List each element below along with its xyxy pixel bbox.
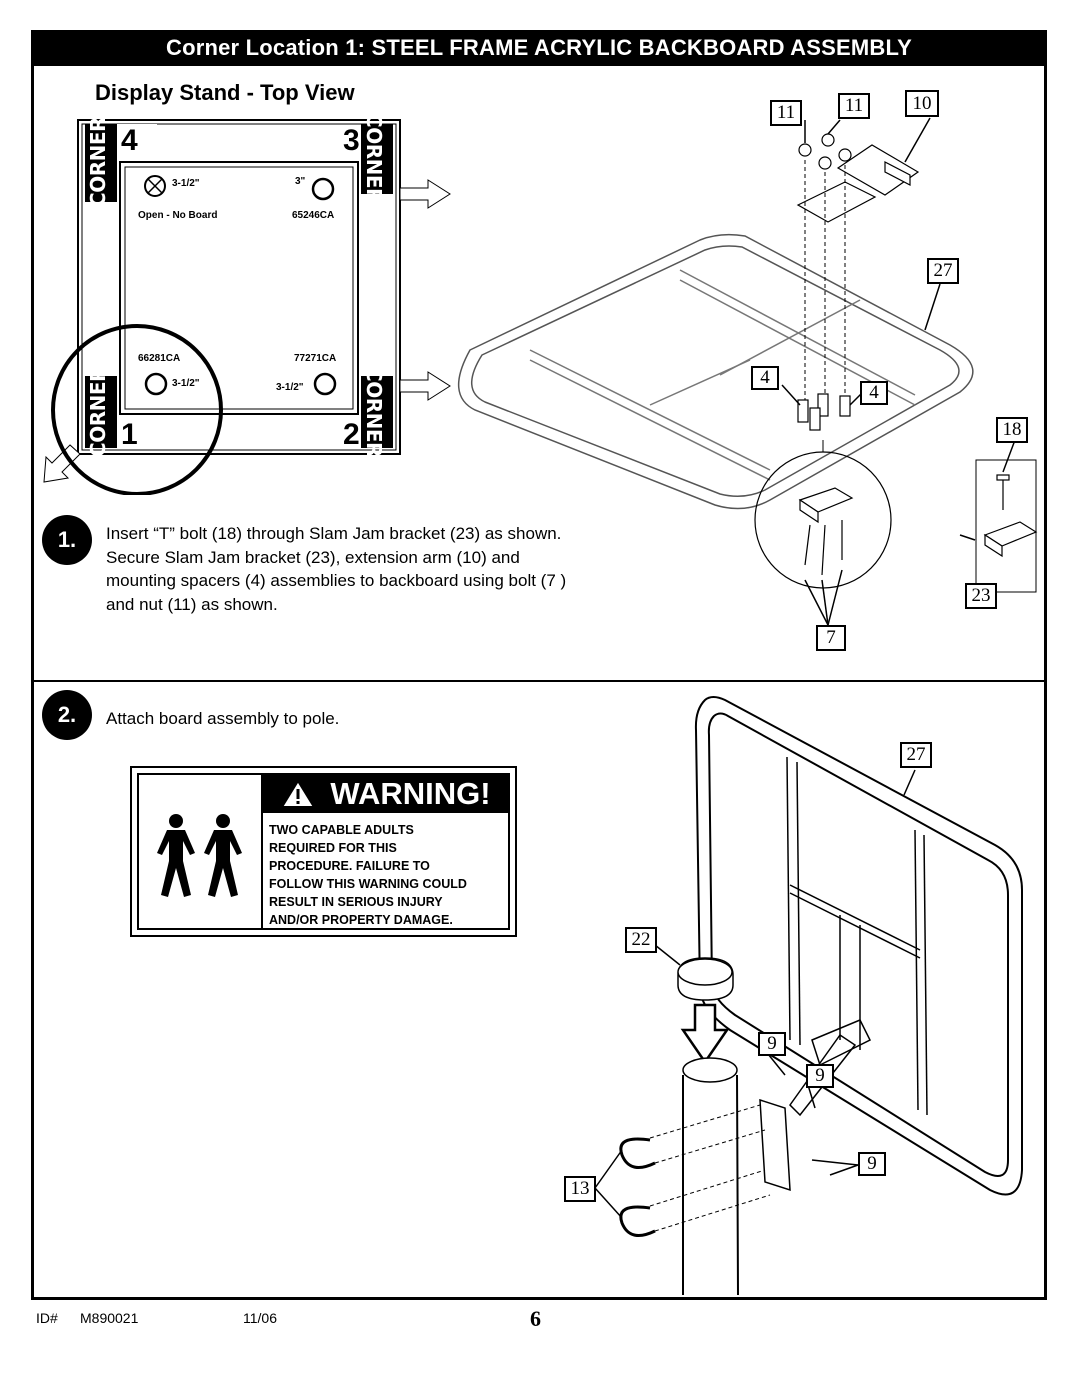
callout-nut-11a: 11 [770, 100, 802, 126]
footer-id-label: ID# [36, 1310, 58, 1326]
hole-size-top-left: 3-1/2" [172, 178, 200, 189]
callout-tbolt-18: 18 [996, 417, 1028, 443]
code-bottom-left: 66281CA [138, 353, 181, 364]
step-1-line: and nut (11) as shown. [106, 594, 278, 614]
step-2-badge: 2. [42, 690, 92, 740]
code-bottom-right: 77271CA [294, 353, 337, 364]
corner-3-label: CORNER [361, 113, 386, 203]
warning-line: RESULT IN SERIOUS INJURY [269, 895, 443, 909]
section-divider [34, 680, 1044, 682]
callout-bracket-23: 23 [965, 583, 997, 609]
callout-arm-10: 10 [905, 90, 939, 117]
open-no-board-label: Open - No Board [138, 210, 218, 221]
warning-heading: WARNING! [330, 776, 491, 811]
callout-nut-11b: 11 [838, 93, 870, 119]
corner-4-number: 4 [121, 124, 138, 157]
step-1-line: Secure Slam Jam bracket (23), extension … [106, 547, 520, 567]
display-stand-title: Display Stand - Top View [95, 80, 355, 105]
warning-separator [261, 775, 263, 928]
callout-board-27b: 27 [900, 742, 932, 768]
step-1-line: Insert “T” bolt (18) through Slam Jam br… [106, 524, 562, 543]
callout-board-27a: 27 [927, 258, 959, 284]
two-adults-icon [157, 814, 242, 897]
page-title: Corner Location 1: STEEL FRAME ACRYLIC B… [31, 30, 1047, 66]
corner-2-label: CORNER [361, 367, 386, 457]
callout-cap-22: 22 [625, 927, 657, 953]
warning-text: TWO CAPABLE ADULTS REQUIRED FOR THIS PRO… [269, 821, 467, 929]
backboard-exploded-diagram [457, 117, 1038, 626]
hole-size-top-right: 3" [295, 176, 306, 187]
hole-size-bottom-right: 3-1/2" [276, 382, 304, 393]
warning-line: REQUIRED FOR THIS [269, 841, 397, 855]
warning-inner-frame: WARNING! TWO CAPABLE ADULTS REQUIRED FOR… [137, 773, 510, 930]
step-1-instruction: Insert “T” bolt (18) through Slam Jam br… [106, 522, 566, 616]
warning-triangle-icon [280, 779, 317, 808]
callout-nut-9b: 9 [806, 1064, 834, 1088]
warning-line: AND/OR PROPERTY DAMAGE. [269, 913, 453, 927]
page-number: 6 [530, 1306, 541, 1331]
warning-line: PROCEDURE. FAILURE TO [269, 859, 430, 873]
corner-1-number: 1 [121, 418, 138, 451]
corner-1-label: CORNER [85, 367, 110, 457]
display-stand-diagram [43, 119, 451, 495]
callout-nut-9a: 9 [758, 1032, 786, 1056]
step-1-badge: 1. [42, 515, 92, 565]
step-1-line: mounting spacers (4) assemblies to backb… [106, 571, 567, 590]
callout-nut-9c: 9 [858, 1152, 886, 1176]
corner-3-number: 3 [343, 124, 360, 157]
callout-spacer-4a: 4 [751, 366, 779, 390]
warning-line: FOLLOW THIS WARNING COULD [269, 877, 467, 891]
warning-box: WARNING! TWO CAPABLE ADULTS REQUIRED FOR… [130, 766, 517, 937]
callout-bolt-7: 7 [816, 625, 846, 651]
pole-assembly-diagram [594, 696, 1023, 1296]
code-top-right: 65246CA [292, 210, 335, 221]
callout-ubolt-13: 13 [564, 1176, 596, 1202]
step-2-instruction: Attach board assembly to pole. [106, 709, 340, 728]
footer-date: 11/06 [243, 1310, 277, 1326]
callout-spacer-4b: 4 [860, 381, 888, 405]
corner-2-number: 2 [343, 418, 360, 451]
hole-size-bottom-left: 3-1/2" [172, 378, 200, 389]
corner-4-label: CORNER [85, 117, 110, 207]
warning-line: TWO CAPABLE ADULTS [269, 823, 414, 837]
warning-header: WARNING! [263, 775, 508, 813]
footer-id-value: M890021 [80, 1310, 139, 1326]
